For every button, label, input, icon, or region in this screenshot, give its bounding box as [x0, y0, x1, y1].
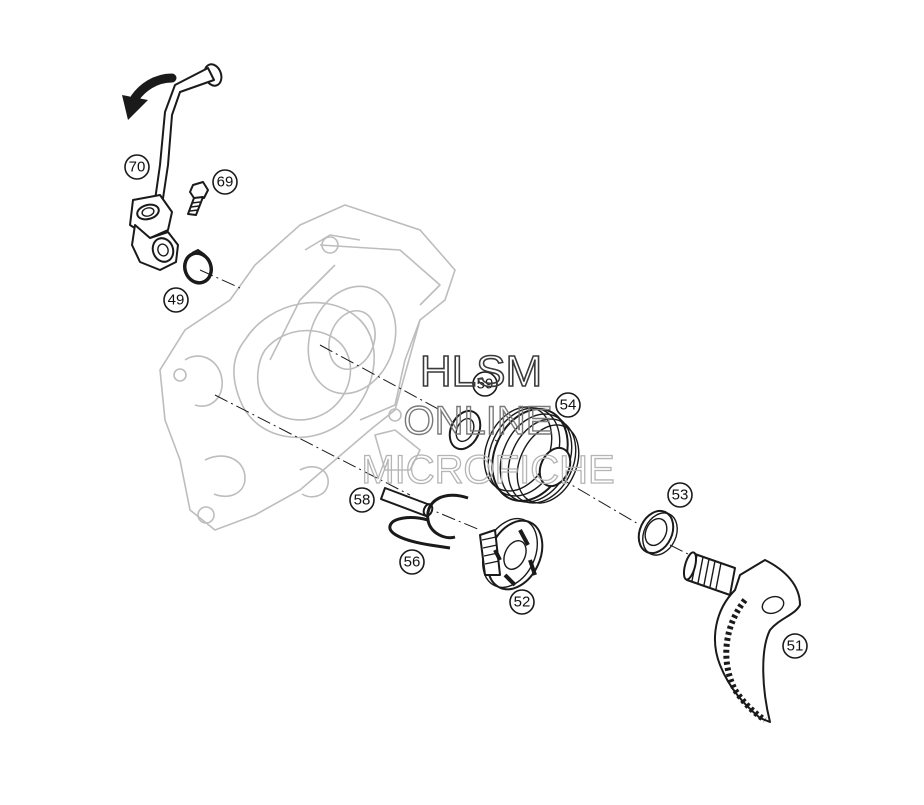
callout-label: 53 [672, 487, 689, 504]
callout-label: 69 [217, 174, 234, 191]
bolt [187, 181, 209, 216]
watermark-line-1: HLSM [420, 347, 542, 396]
callout-59: 59 [472, 371, 498, 397]
rotation-arrow-icon [122, 73, 177, 120]
callout-52: 52 [509, 589, 535, 615]
callout-58: 58 [349, 487, 375, 513]
callout-label: 49 [168, 292, 185, 309]
callout-label: 56 [404, 554, 421, 571]
washer [448, 409, 482, 451]
callout-label: 52 [514, 594, 531, 611]
kick-start-lever [129, 63, 223, 271]
watermark-line-2: ONLINE [404, 399, 553, 443]
ratchet-spring [388, 493, 469, 550]
callout-label: 54 [560, 397, 577, 414]
callout-label: 58 [354, 492, 371, 509]
callout-label: 51 [787, 638, 804, 655]
circlip [183, 248, 213, 285]
callout-label: 59 [477, 376, 494, 393]
kick-shaft [682, 551, 801, 723]
watermark: HLSM ONLINE MICROFICHE [361, 346, 616, 492]
callout-69: 69 [212, 169, 238, 195]
callout-49: 49 [163, 287, 189, 313]
watermark-line-3: MICROFICHE [361, 448, 614, 492]
ratchet [479, 518, 544, 591]
oil-seal [637, 509, 678, 556]
kick-spring [483, 406, 580, 504]
callout-53: 53 [667, 482, 693, 508]
callout-70: 70 [124, 154, 150, 180]
callout-label: 70 [129, 159, 146, 176]
crankcase-cover-ghost [159, 204, 456, 531]
pin [380, 487, 434, 517]
callout-56: 56 [399, 549, 425, 575]
callout-54: 54 [555, 392, 581, 418]
callout-51: 51 [782, 633, 808, 659]
